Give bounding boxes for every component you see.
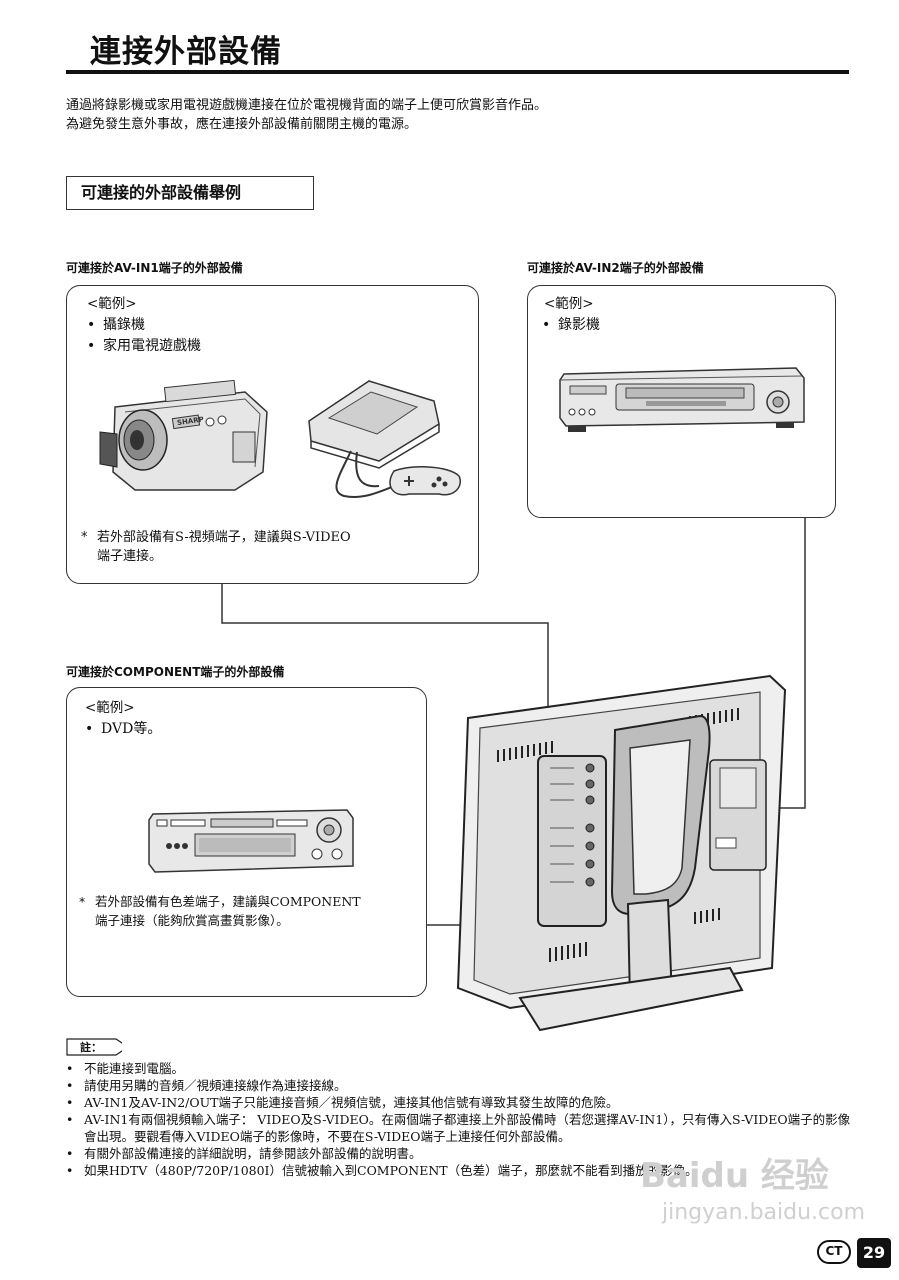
av-in1-note: * 若外部設備有S-視頻端子，建議與S-VIDEO 端子連接。: [81, 528, 351, 566]
dvd-player-illustration: [148, 809, 354, 873]
example-label: <範例>: [87, 296, 137, 312]
note-item: 不能連接到電腦。: [66, 1060, 856, 1077]
intro-line: 為避免發生意外事故，應在連接外部設備前關閉主機的電源。: [66, 117, 418, 132]
example-label: <範例>: [85, 700, 135, 716]
note-item: 請使用另購的音頻／視頻連接線作為連接接線。: [66, 1077, 856, 1094]
page-number: 29: [857, 1238, 891, 1268]
component-heading: 可連接於COMPONENT端子的外部設備: [66, 665, 285, 679]
example-item: 家用電視遊戲機: [87, 335, 201, 355]
note-item: 如果HDTV（480P/720P/1080I）信號被輸入到COMPONENT（色…: [66, 1162, 856, 1179]
language-badge: CT: [817, 1240, 851, 1264]
camcorder-illustration: SHARP: [99, 379, 268, 491]
note-tag: 註：: [80, 1041, 102, 1054]
component-panel: <範例> DVD等。 * 若外部設備有色差端子，建議與COMPONENT 端子連接…: [66, 687, 427, 997]
section-heading: 可連接的外部設備舉例: [66, 176, 314, 210]
example-item: 錄影機: [542, 314, 600, 334]
example-item: 攝錄機: [87, 314, 145, 334]
note-line: 端子連接（能夠欣賞高畫質影像）。: [95, 913, 289, 928]
notes-list: 不能連接到電腦。 請使用另購的音頻／視頻連接線作為連接接線。 AV-IN1及AV…: [66, 1060, 856, 1179]
intro-line: 通過將錄影機或家用電視遊戲機連接在位於電視機背面的端子上便可欣賞影音作品。: [66, 98, 548, 113]
av-in1-heading: 可連接於AV-IN1端子的外部設備: [66, 261, 243, 275]
note-tag-box: [66, 1038, 122, 1056]
note-item: 有關外部設備連接的詳細說明，請參閱該外部設備的說明書。: [66, 1145, 856, 1162]
note-item: AV-IN1及AV-IN2/OUT端子只能連接音頻／視頻信號，連接其他信號有導致…: [66, 1094, 856, 1111]
note-star: *: [79, 894, 86, 909]
note-star: *: [81, 530, 88, 545]
title-rule: [66, 70, 849, 74]
av-in2-heading: 可連接於AV-IN2端子的外部設備: [527, 261, 704, 275]
example-label: <範例>: [544, 296, 594, 312]
camcorder-brand-label: SHARP: [177, 415, 205, 427]
av-in1-panel: <範例> 攝錄機 家用電視遊戲機 SHARP * 若外部設備有S-視頻端子，建議與…: [66, 285, 479, 584]
av-in2-panel: <範例> 錄影機: [527, 285, 836, 518]
watermark-logo: Baidu 经验: [640, 1156, 829, 1196]
intro-text: 通過將錄影機或家用電視遊戲機連接在位於電視機背面的端子上便可欣賞影音作品。 為避…: [66, 96, 547, 134]
note-item: AV-IN1有兩個視頻輸入端子： VIDEO及S-VIDEO。在兩個端子都連接上…: [66, 1111, 856, 1145]
tv-rear-illustration: [456, 674, 787, 1032]
example-item: DVD等。: [85, 718, 161, 738]
note-line: 端子連接。: [97, 549, 163, 564]
note-line: 若外部設備有S-視頻端子，建議與S-VIDEO: [97, 530, 351, 545]
vcr-illustration: [559, 367, 805, 432]
component-note: * 若外部設備有色差端子，建議與COMPONENT 端子連接（能夠欣賞高畫質影像）…: [79, 892, 361, 930]
av-in2-connector-line: [770, 518, 806, 809]
note-line: 若外部設備有色差端子，建議與COMPONENT: [95, 894, 361, 909]
page-title: 連接外部設備: [90, 34, 282, 70]
watermark-url: jingyan.baidu.com: [662, 1200, 866, 1225]
game-console-illustration: [308, 380, 461, 498]
